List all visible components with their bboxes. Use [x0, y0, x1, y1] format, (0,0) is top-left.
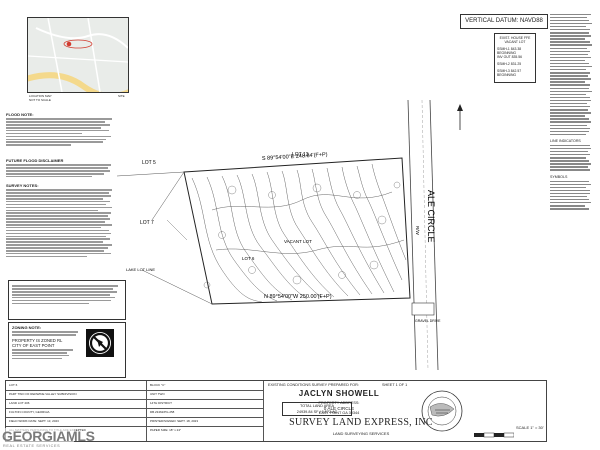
certification-box — [8, 280, 126, 320]
company-name: SURVEY LAND EXPRESS, INC — [289, 417, 433, 428]
flood-note-title: FLOOD NOTE: — [6, 112, 34, 117]
lot-left-top-label: LOT 5 — [142, 160, 156, 166]
street-row-line — [407, 100, 417, 370]
location-map-caption: LOCATION MAP — [29, 94, 52, 98]
house-ffe-entry: SSMH-3 842.57 — [497, 69, 522, 73]
address-line-2: EAST POINT GA 30344 — [318, 411, 360, 415]
street-row-line — [429, 100, 439, 370]
house-ffe-entry: INV OUT 835.56 — [497, 55, 523, 59]
house-ffe-subtitle: VACANT LOT — [504, 40, 526, 44]
vertical-datum-box: VERTICAL DATUM: NAVD88 — [460, 14, 548, 29]
location-map-scale-note: NOT TO SCALE — [29, 98, 51, 102]
lot-info-cell: DB.23462/PG.258 — [150, 410, 175, 414]
house-ffe-box: EXIST. HOUSE FFE VACANT LOT SSMH-1 843.3… — [494, 33, 536, 83]
lot-info-cell: LOT 6 — [9, 383, 18, 387]
address-line-1: 0 ALE CIRCLE — [323, 406, 355, 411]
vacant-lot-label: VACANT LOT — [284, 239, 312, 244]
lot-info-cell: BLOCK "C" — [150, 383, 166, 387]
sheet-label: SHEET 1 OF 1 — [382, 383, 408, 387]
lot-info-cell: PRINTED/SIGNED: SEPT. 18, 2023 — [150, 419, 199, 423]
lot-info-cell: 14TH DISTRICT — [150, 401, 173, 405]
lot-left-bottom-label: LOT 7 — [140, 220, 154, 226]
total-area-value: 24939.84 SF / 0.572 AC — [296, 409, 338, 414]
zoning-city: CITY OF EAST POINT — [12, 342, 55, 348]
north-arrow-icon — [457, 104, 463, 130]
bearing-top-label: S 89°54'00"E 248.84'(F+P) — [262, 152, 328, 162]
line-indicators-title: LINE INDICATORS — [550, 139, 581, 144]
tree-symbols — [203, 181, 401, 289]
lot-info-cell: FIELD WORK DATE: SEPT. 13, 2023 — [9, 419, 59, 423]
scale-label: SCALE 1" = 30' — [516, 425, 544, 430]
future-flood-title: FUTURE FLOOD DISCLAIMER — [6, 158, 64, 163]
watermark-sub: REAL ESTATE SERVICES — [3, 444, 61, 448]
location-map-graphic — [28, 18, 128, 92]
lot-center-label: LOT 6 — [242, 256, 255, 261]
site-marker-icon — [66, 41, 72, 47]
driveway-box — [411, 302, 435, 316]
lot-top-label: LOT 13 — [292, 152, 309, 158]
lot-info-cell: PART TWO OF REDWINE VALLEY SUBDIVISION — [9, 392, 77, 396]
house-ffe-entry: SSMH-1 843.38 — [497, 47, 522, 51]
scale-bar: SCALE 1" = 30' — [474, 425, 544, 438]
street-centerline — [421, 100, 429, 370]
street-row-label: R/W — [415, 226, 420, 236]
location-map-site-label: SITE — [118, 94, 125, 98]
watermark-brand: GEORGIAMLS — [2, 428, 95, 444]
symbols-title: SYMBOLS — [550, 174, 568, 179]
surveyor-seal — [420, 389, 464, 433]
location-map — [27, 17, 129, 93]
no-symbol-icon — [85, 328, 115, 358]
site-plan: LOT 13 LOT 5 LOT 7 LAKE LOT LINE VACANT … — [116, 100, 463, 370]
future-flood-disclaimer: FUTURE FLOOD DISCLAIMER — [6, 158, 114, 179]
georgia-mls-watermark: GEORGIAMLS REAL ESTATE SERVICES — [0, 428, 95, 450]
survey-type-label: EXISTING CONDITIONS SURVEY PREPARED FOR: — [268, 383, 359, 387]
survey-notes: SURVEY NOTES: — [6, 183, 114, 259]
lot-info-cell: UNIT TWO — [150, 392, 165, 396]
address-label: PROPERTY ADDRESS: — [318, 401, 360, 405]
street-name-label: ALE CIRCLE — [426, 190, 436, 243]
house-ffe-entry: SSMH-2 831.25 — [497, 62, 522, 66]
drive-label: GRAVEL DRIVE — [415, 319, 441, 323]
zoning-property: PROPERTY IS ZONED RL — [12, 337, 63, 343]
zoning-note: ZONING NOTE: PROPERTY IS ZONED RL CITY O… — [8, 322, 126, 378]
zoning-title: ZONING NOTE: — [12, 325, 42, 330]
bearing-bottom-label: N 89°54'00"W 250.00'(F+P) — [264, 294, 332, 300]
house-ffe-entry: BEGINNING — [497, 73, 517, 77]
legend-panel: LINE INDICATORS SYMBOLS — [550, 12, 596, 342]
survey-notes-title: SURVEY NOTES: — [6, 183, 39, 188]
lot-info-cell: FULTON COUNTY, GEORGIA — [9, 410, 50, 414]
client-name: JACLYN SHOWELL — [298, 389, 380, 398]
company-subtitle: LAND SURVEYING SERVICES — [332, 431, 390, 436]
total-area-label: TOTAL LAND AREA — [299, 404, 335, 408]
lake-note-label: LAKE LOT LINE — [126, 267, 155, 272]
house-ffe-title: EXIST. HOUSE FFE — [499, 36, 531, 40]
contour-lines — [191, 163, 407, 303]
flood-note: FLOOD NOTE: — [6, 112, 114, 147]
lot-info-cell: LAND LOT 206 — [9, 401, 30, 405]
property-boundary — [183, 157, 411, 305]
client-block: EXISTING CONDITIONS SURVEY PREPARED FOR:… — [266, 381, 433, 441]
house-ffe-entry: BEGINNING — [497, 51, 517, 55]
lot-info-cell: PAPER SIZE: 18" x 24" — [150, 428, 182, 432]
total-land-area-box: TOTAL LAND AREA 24939.84 SF / 0.572 AC — [282, 402, 352, 416]
